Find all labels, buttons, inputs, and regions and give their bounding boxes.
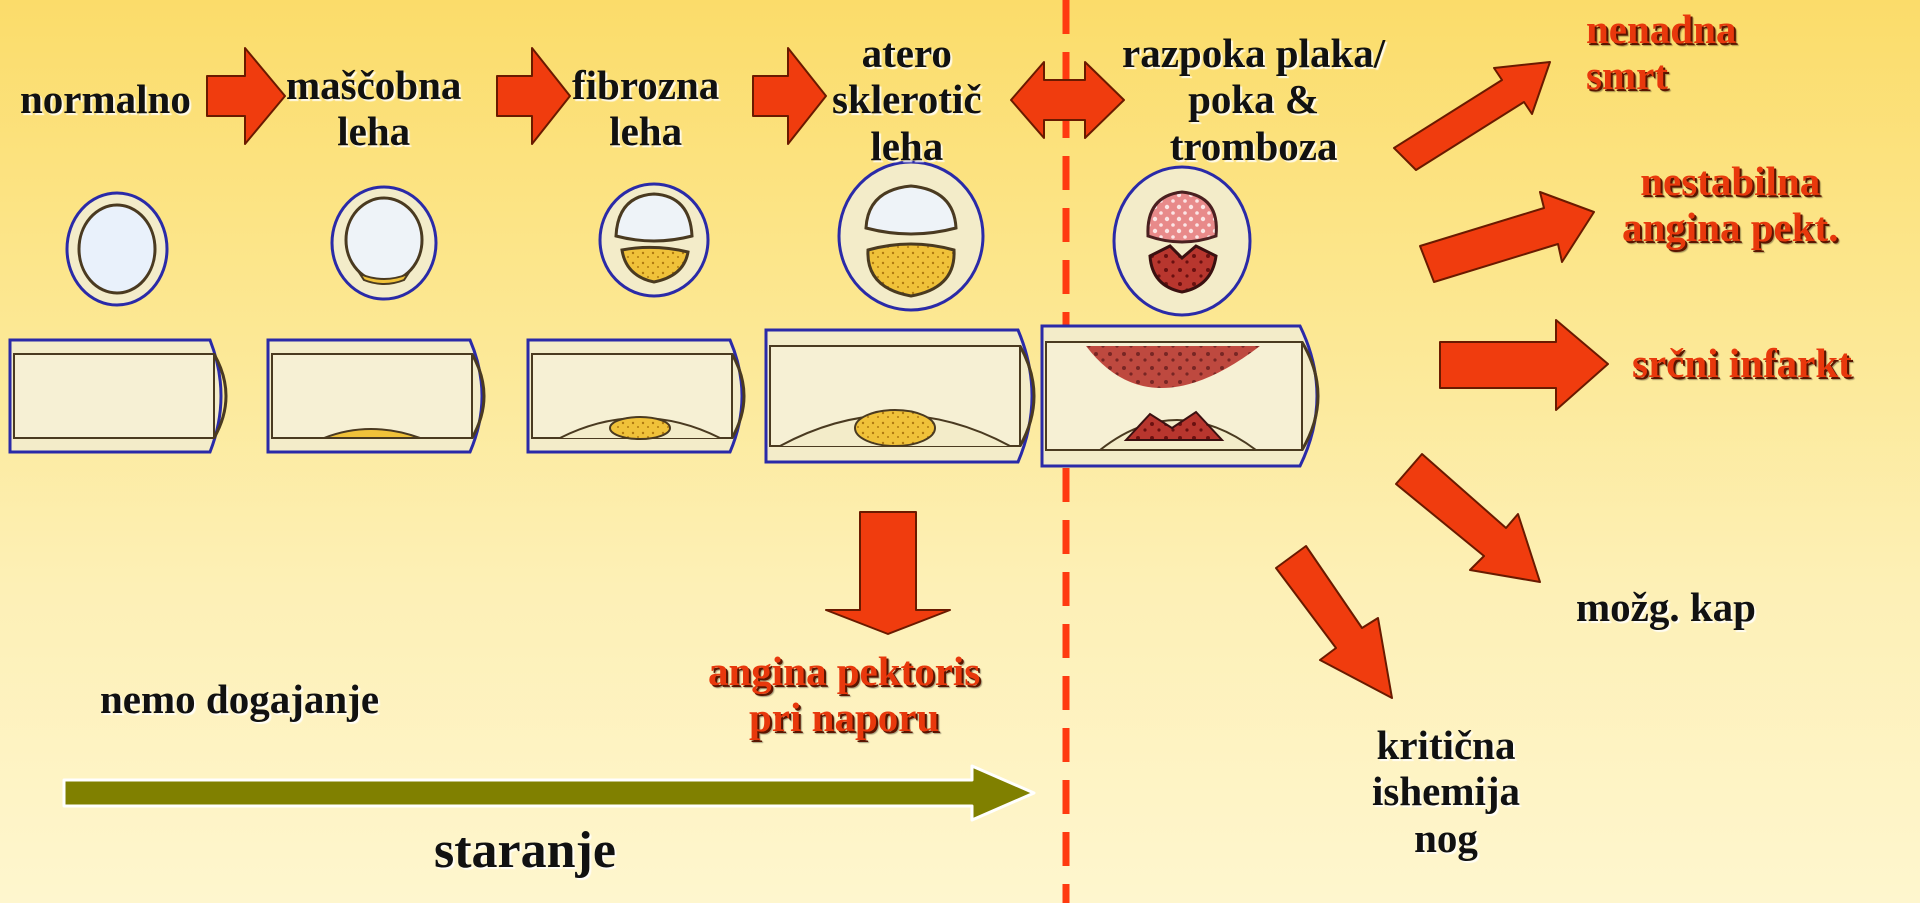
arrow-down-stable-angina (826, 512, 950, 634)
rupture-label: razpoka plaka/ poka & tromboza (1122, 30, 1385, 169)
silent-phase-label: nemo dogajanje (100, 676, 379, 722)
vessel-atherosclerotic-plaque (766, 330, 1034, 462)
vessel-normal (10, 340, 226, 452)
outcome-arrow-sudden-death (1394, 62, 1550, 170)
cross-section-fibrous-plaque (600, 184, 708, 296)
outcome-arrow-leg-ischemia (1276, 546, 1392, 698)
cross-section-fatty-streak (332, 187, 436, 299)
outcome-myocardial-infarction: srčni infarkt (1632, 340, 1852, 386)
outcome-arrow-stroke (1396, 454, 1540, 582)
cross-section-normal (67, 193, 167, 305)
stage-label-fatty-streak: maščobna leha (286, 62, 461, 155)
stage-label-normal: normalno (20, 76, 191, 122)
stage-label-fibrous-plaque: fibrozna leha (572, 62, 719, 155)
outcome-unstable-angina: nestabilna angina pekt. (1622, 158, 1838, 251)
stable-angina-label: angina pektoris pri naporu (708, 648, 980, 741)
outcome-sudden-death: nenadna smrt (1586, 6, 1736, 99)
vessel-fatty-streak (268, 340, 484, 452)
outcome-critical-limb-ischemia: kritična ishemija nog (1372, 722, 1520, 861)
progression-arrow-2 (497, 48, 570, 144)
aging-timeline-arrow (64, 766, 1034, 820)
cross-section-ruptured-plaque (1114, 167, 1250, 315)
vessel-fibrous-plaque (528, 340, 744, 452)
outcome-stroke: možg. kap (1576, 584, 1756, 630)
vessel-ruptured-plaque (1042, 326, 1318, 466)
outcome-arrow-unstable-angina (1420, 192, 1594, 282)
stage-label-atherosclerotic-plaque: atero sklerotič leha (832, 30, 982, 169)
outcome-arrow-infarction (1440, 320, 1608, 410)
cross-section-atherosclerotic-plaque (839, 162, 983, 310)
progression-arrow-3 (753, 48, 826, 144)
aging-label: staranje (434, 822, 616, 881)
progression-arrow-1 (207, 48, 285, 144)
